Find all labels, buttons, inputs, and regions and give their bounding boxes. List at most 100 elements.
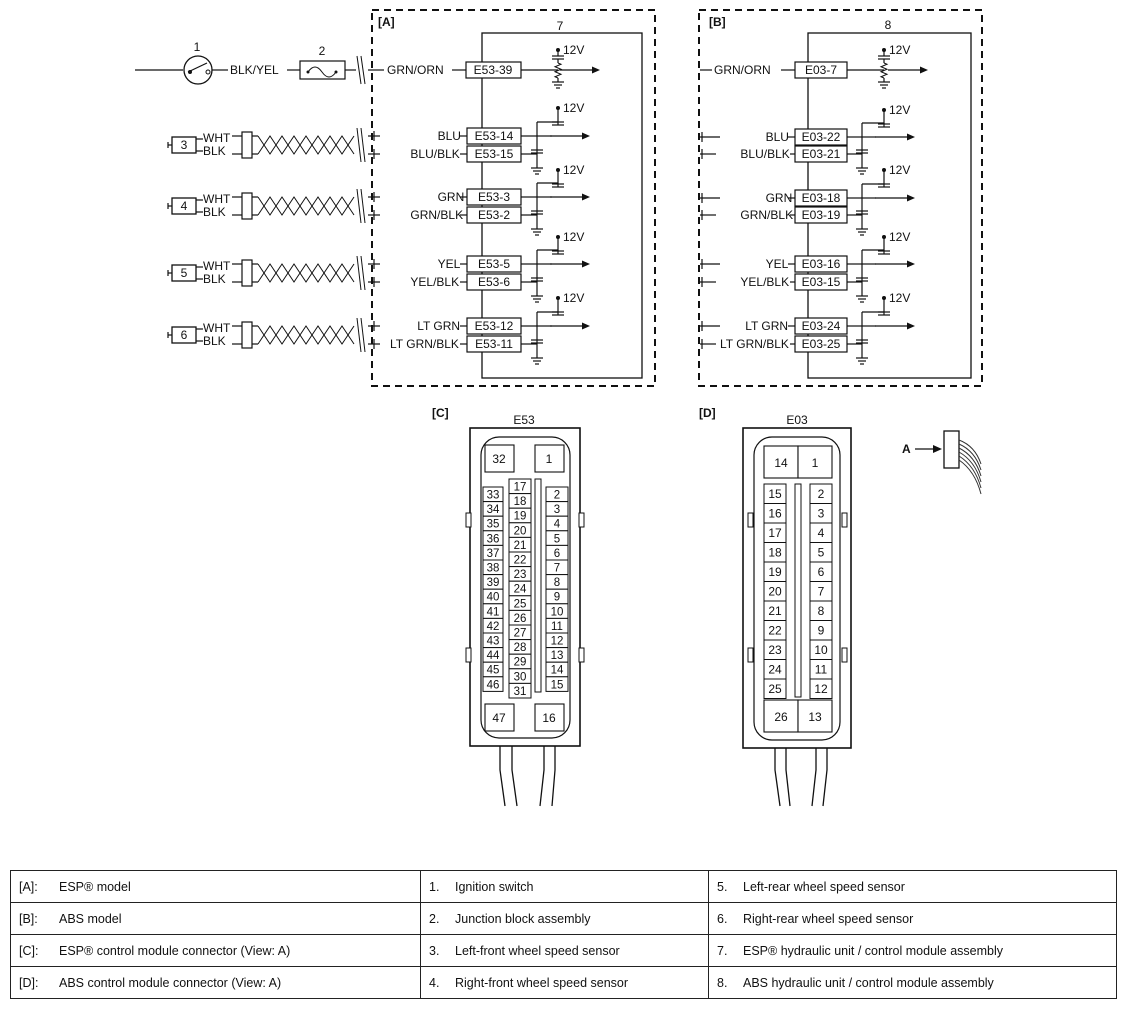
sensor-connector-icon [241, 321, 253, 349]
pin-label: 25 [514, 598, 527, 610]
wire-break-mark [356, 188, 362, 224]
pin-label: 4 [818, 526, 825, 540]
sensor-number-3: 3 [181, 138, 188, 152]
view-a-label: A [902, 442, 911, 456]
wire-label-abs-a: GRN [766, 191, 793, 205]
view-arrow-icon [933, 445, 942, 453]
wire-label-esp-a: YEL [438, 257, 461, 271]
supply-12v-label: 12V [889, 163, 910, 177]
terminal-esp-a-label: E53-14 [475, 129, 514, 143]
pin-label: 22 [768, 624, 782, 638]
pin-label: 9 [554, 592, 560, 604]
pin-e03-25 [763, 678, 787, 699]
pin-label: 6 [554, 548, 560, 560]
connector-e53-inner [480, 436, 571, 739]
legend-text: ESP® control module connector (View: A) [59, 943, 291, 958]
pin-label: 22 [514, 555, 527, 567]
legend-text: Right-rear wheel speed sensor [743, 911, 914, 926]
legend-cell: 3.Left-front wheel speed sensor [420, 934, 709, 967]
connector-e03-name: E03 [786, 413, 808, 427]
pin-label: 32 [492, 452, 506, 466]
wire-label-esp-b: LT GRN/BLK [390, 337, 459, 351]
pin-label: 1 [546, 452, 553, 466]
legend-key: [B]: [19, 911, 38, 926]
pin-label: 43 [487, 636, 500, 648]
legend-text: ESP® hydraulic unit / control module ass… [743, 943, 1004, 958]
pin-label: 33 [487, 490, 500, 502]
connector-e03-inner [753, 436, 841, 741]
section-label-d: [D] [699, 406, 716, 420]
wire-label-wht: WHT [203, 259, 231, 273]
pin-label: 47 [492, 711, 506, 725]
pin-e03-14 [763, 445, 799, 479]
terminal-esp-b-label: E53-15 [475, 147, 514, 161]
twisted-wire [257, 263, 355, 283]
pin-label: 5 [554, 533, 560, 545]
pin-label: 18 [768, 546, 782, 560]
wire-label-blk: BLK [203, 205, 226, 219]
legend-cell: 4.Right-front wheel speed sensor [420, 966, 709, 999]
wire-break-mark [360, 255, 366, 291]
sensor-connector-icon [241, 192, 253, 220]
pin-label: 28 [514, 642, 527, 654]
wire-label-esp-a: BLU [438, 129, 461, 143]
pin-e53-32 [484, 444, 515, 473]
terminal-esp-a-label: E53-5 [478, 257, 510, 271]
signal-arrow-icon [907, 133, 915, 141]
terminal-e03-7-label: E03-7 [805, 63, 837, 77]
junction-block-number: 2 [319, 44, 326, 58]
pin-label: 19 [768, 565, 782, 579]
panel-abs-model [698, 9, 983, 387]
legend-text: Right-front wheel speed sensor [455, 975, 629, 990]
sensor-connector-icon [241, 259, 253, 287]
pin-label: 17 [768, 526, 782, 540]
legend-row: [C]:ESP® control module connector (View:… [10, 934, 1117, 967]
pin-label: 30 [514, 671, 527, 683]
pin-label: 10 [814, 643, 828, 657]
pin-label: 3 [818, 507, 825, 521]
supply-12v-label: 12V [563, 291, 584, 305]
terminal-esp-a-label: E53-3 [478, 190, 510, 204]
connector-e53-latch [465, 512, 472, 528]
harness-wire [539, 746, 545, 807]
fuse-box [299, 60, 346, 80]
wire-break-mark [360, 127, 366, 163]
fuse-icon [307, 66, 337, 78]
supply-12v-label: 12V [563, 43, 584, 57]
pin-label: 23 [514, 569, 527, 581]
pin-label: 31 [514, 686, 527, 698]
pin-label: 3 [554, 504, 560, 516]
legend-cell: [D]:ABS control module connector (View: … [10, 966, 421, 999]
legend-text: ABS hydraulic unit / control module asse… [743, 975, 994, 990]
pin-label: 27 [514, 628, 527, 640]
fuse-icon [306, 70, 310, 74]
signal-arrow-icon [582, 132, 590, 140]
view-connector-wires [958, 443, 982, 471]
legend-key: 7. [717, 943, 728, 958]
pin-label: 1 [812, 456, 819, 470]
resistor-icon [879, 62, 889, 79]
legend-text: Left-rear wheel speed sensor [743, 879, 905, 894]
wire-break-mark [360, 55, 366, 85]
wire-label-esp-b: BLU/BLK [410, 147, 459, 161]
legend-text: ABS control module connector (View: A) [59, 975, 282, 990]
legend-cell: 2.Junction block assembly [420, 902, 709, 935]
legend-cell: [A]:ESP® model [10, 870, 421, 903]
signal-arrow-icon [582, 322, 590, 330]
terminal-abs-a-label: E03-18 [802, 191, 841, 205]
harness-wire [511, 746, 518, 807]
terminal-abs-b-label: E03-25 [802, 337, 841, 351]
pin-label: 46 [487, 679, 500, 691]
pin-label: 19 [514, 511, 527, 523]
twisted-pair-5 [257, 263, 355, 283]
supply-12v-label: 12V [563, 230, 584, 244]
pin-label: 15 [768, 487, 782, 501]
wire-label-grn-orn-esp: GRN/ORN [387, 63, 444, 77]
twisted-pair-4 [257, 196, 355, 216]
terminal-esp-b-label: E53-2 [478, 208, 510, 222]
pin-label: 8 [818, 604, 825, 618]
pin-label: 41 [487, 606, 500, 618]
legend-text: ESP® model [59, 879, 131, 894]
